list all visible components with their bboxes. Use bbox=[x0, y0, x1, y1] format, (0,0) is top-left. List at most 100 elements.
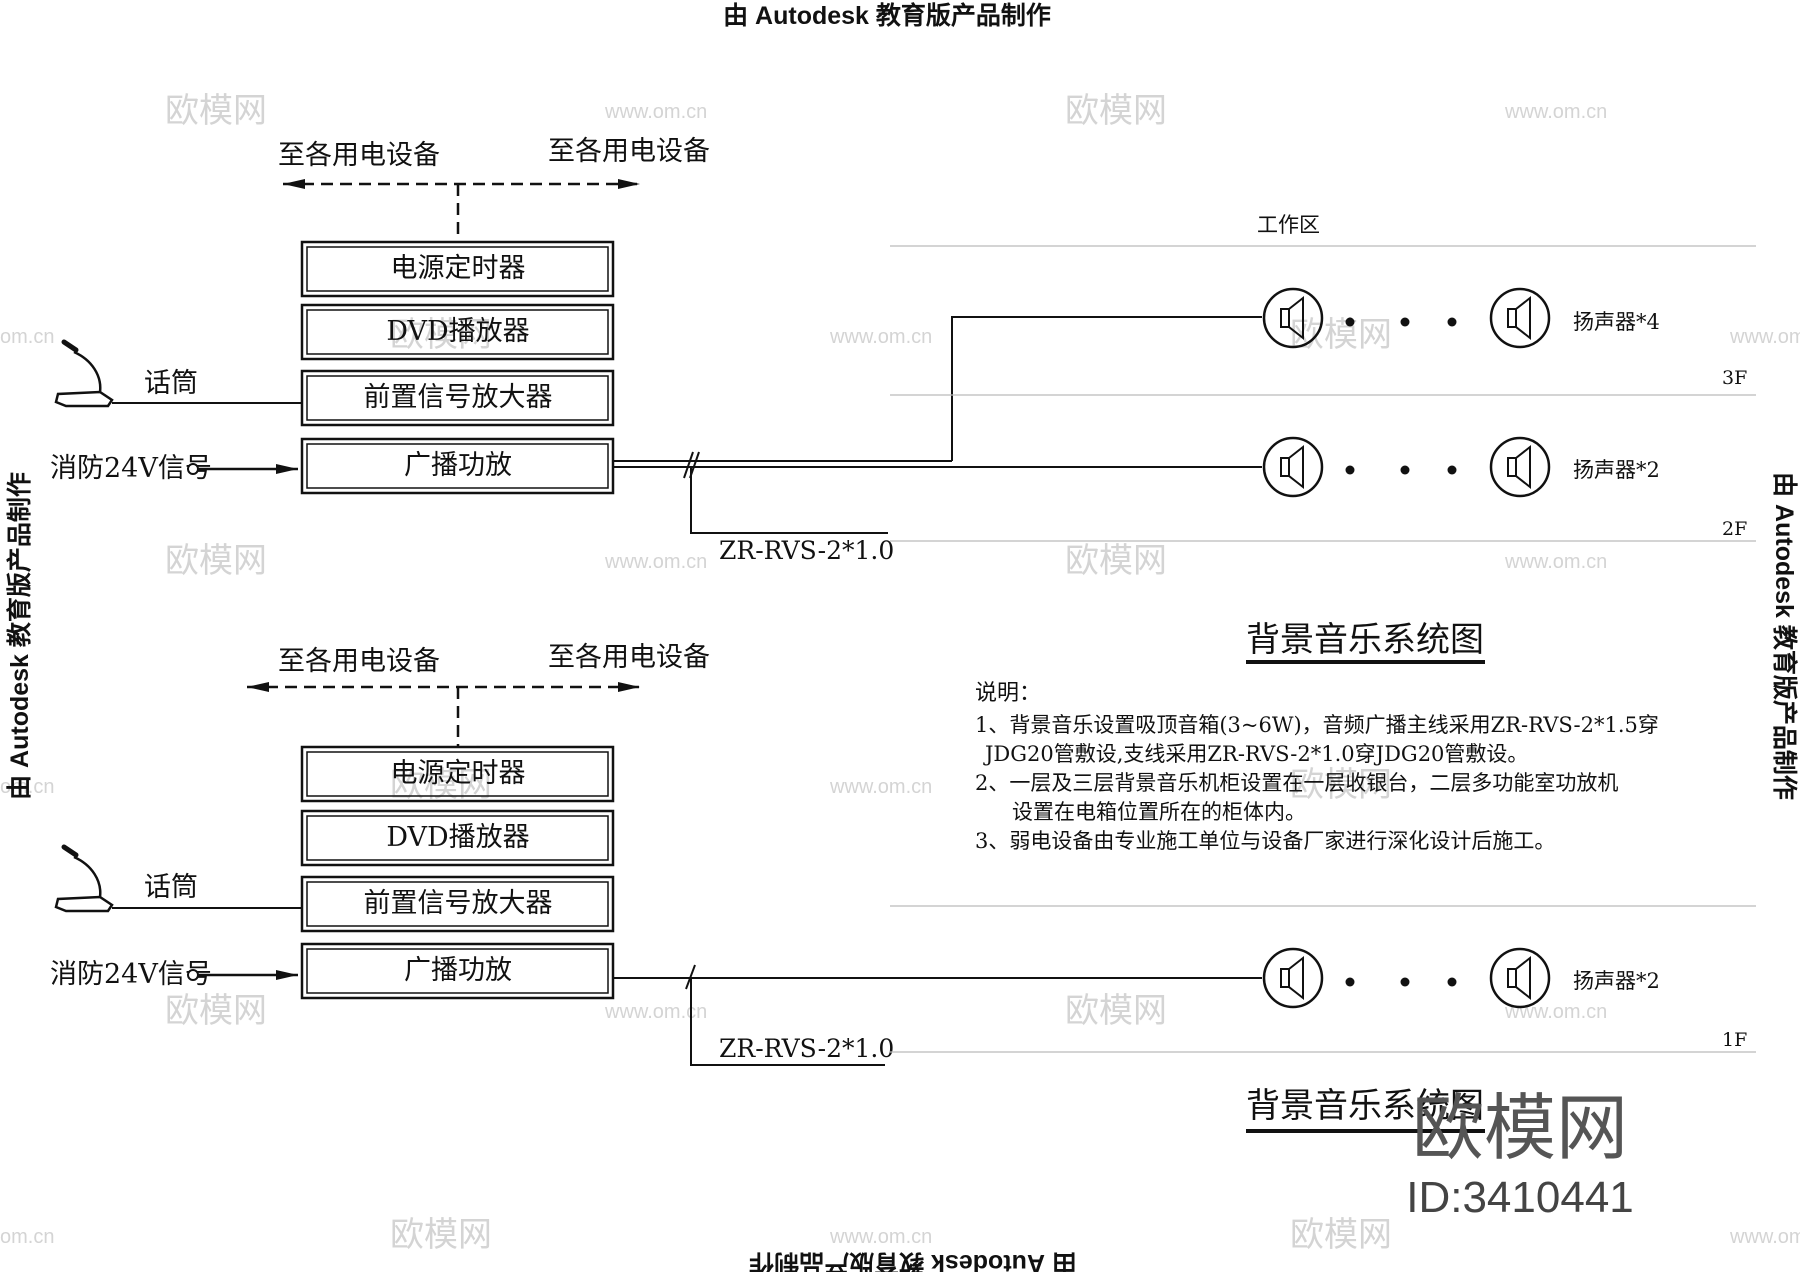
watermark-brand: 欧模网 bbox=[390, 316, 492, 354]
notes-line: JDG20管敷设,支线采用ZR-RVS-2*1.0穿JDG20管敷设。 bbox=[983, 742, 1528, 766]
watermark-brand: 欧模网 bbox=[390, 766, 492, 804]
ellipsis-dot bbox=[1400, 977, 1410, 987]
floor-label: 1F bbox=[1722, 1029, 1747, 1051]
cable-tick bbox=[683, 451, 694, 479]
watermark-brand: 欧模网 bbox=[165, 542, 267, 580]
ellipsis-dot bbox=[1447, 317, 1457, 327]
watermark-brand: 欧模网 bbox=[1290, 766, 1392, 804]
watermark-brand: 欧模网 bbox=[165, 92, 267, 130]
zone-label: 工作区 bbox=[1257, 213, 1320, 237]
rack-unit-label: DVD播放器 bbox=[386, 316, 529, 347]
ellipsis-dot bbox=[1345, 977, 1355, 987]
ellipsis-dot bbox=[1345, 317, 1355, 327]
watermark-edge: om.cn bbox=[0, 776, 54, 798]
rack-unit-label: 广播功放 bbox=[404, 450, 512, 481]
speaker-row-2f: 扬声器*2 2F bbox=[1262, 436, 1747, 540]
rack-unit-label: 前置信号放大器 bbox=[364, 382, 553, 413]
signal-terminal bbox=[187, 969, 199, 981]
speaker-label: 扬声器*2 bbox=[1573, 458, 1660, 482]
speaker-icon bbox=[1489, 436, 1551, 498]
watermark-brand: 欧模网 bbox=[390, 1216, 492, 1254]
stamp-right: 由 Autodesk 教育版产品制作 bbox=[1770, 472, 1799, 800]
mic-label: 话筒 bbox=[144, 872, 198, 903]
microphone-icon bbox=[56, 342, 112, 406]
brand-id: ID:3410441 bbox=[1406, 1173, 1634, 1222]
watermark-site: www.om.cn bbox=[829, 326, 932, 348]
ellipsis-dot bbox=[1447, 465, 1457, 475]
cable-label: ZR-RVS-2*1.0 bbox=[719, 1034, 894, 1063]
rack-unit-label: DVD播放器 bbox=[386, 822, 529, 853]
watermark-site: www.om.cn bbox=[604, 101, 707, 123]
stamp-left: 由 Autodesk 教育版产品制作 bbox=[5, 472, 34, 800]
rack-unit-preamp: 前置信号放大器 bbox=[300, 875, 615, 933]
watermark-brand: 欧模网 bbox=[1065, 992, 1167, 1030]
notes-line: 1、背景音乐设置吸顶音箱(3~6W)，音频广播主线采用ZR-RVS-2*1.5穿 bbox=[975, 713, 1659, 737]
watermark-site: www.om.cn bbox=[829, 776, 932, 798]
watermark-layer: 欧模网 www.om.cn 欧模网 www.om.cn om.cn 欧模网 ww… bbox=[0, 92, 1800, 1254]
ellipsis-dot bbox=[1447, 977, 1457, 987]
rack-unit-timer: 电源定时器 bbox=[300, 240, 615, 298]
to-equipment-label-right: 至各用电设备 bbox=[548, 136, 710, 167]
speaker-icon bbox=[1262, 947, 1324, 1009]
watermark-site: www.om.cn bbox=[1729, 326, 1800, 348]
ellipsis-dot bbox=[1400, 317, 1410, 327]
ellipsis-dot bbox=[1345, 465, 1355, 475]
floor-label: 3F bbox=[1722, 367, 1747, 389]
cable-leader bbox=[690, 978, 885, 1066]
rack-unit-dvd: DVD播放器 bbox=[300, 303, 615, 361]
notes-line: 2、一层及三层背景音乐机柜设置在一层收银台，二层多功能室功放机 bbox=[975, 771, 1618, 795]
to-equipment-label-left: 至各用电设备 bbox=[278, 646, 440, 677]
mic-label: 话筒 bbox=[144, 368, 198, 399]
rack-unit-label: 前置信号放大器 bbox=[364, 888, 553, 919]
speaker-label: 扬声器*2 bbox=[1573, 969, 1660, 993]
cable-tick bbox=[685, 964, 696, 990]
notes-line: 设置在电箱位置所在的柜体内。 bbox=[1012, 800, 1306, 824]
floor-label: 2F bbox=[1722, 518, 1747, 540]
to-equipment-label-left: 至各用电设备 bbox=[278, 140, 440, 171]
watermark-brand: 欧模网 bbox=[1065, 542, 1167, 580]
rack-unit-preamp: 前置信号放大器 bbox=[300, 369, 615, 427]
speaker-icon bbox=[1489, 947, 1551, 1009]
rack-unit-dvd: DVD播放器 bbox=[300, 809, 615, 867]
stamp-top: 由 Autodesk 教育版产品制作 bbox=[723, 1, 1051, 30]
watermark-site: www.om.cn bbox=[1729, 1226, 1800, 1248]
rack-unit-timer: 电源定时器 bbox=[300, 745, 615, 803]
to-equipment-label-right: 至各用电设备 bbox=[548, 642, 710, 673]
diagram-title: 背景音乐系统图 bbox=[1246, 1086, 1484, 1126]
speaker-icon bbox=[1489, 287, 1551, 349]
watermark-site: www.om.cn bbox=[1504, 551, 1607, 573]
watermark-edge: om.cn bbox=[0, 326, 54, 348]
fire-signal-label: 消防24V信号 bbox=[50, 959, 212, 990]
system-b: 至各用电设备 至各用电设备 电源定时器 DVD播放器 前置信号放大器 广播功放 … bbox=[50, 642, 1756, 1133]
system-a: 至各用电设备 至各用电设备 电源定时器 DVD播放器 前置信号放大器 广播功放 … bbox=[50, 136, 1756, 664]
speaker-label: 扬声器*4 bbox=[1573, 310, 1660, 334]
watermark-brand: 欧模网 bbox=[1065, 92, 1167, 130]
diagram-title: 背景音乐系统图 bbox=[1246, 620, 1484, 660]
brand-watermark: 欧模网 bbox=[1412, 1089, 1628, 1169]
notes-line: 3、弱电设备由专业施工单位与设备厂家进行深化设计后施工。 bbox=[975, 829, 1555, 853]
ellipsis-dot bbox=[1400, 465, 1410, 475]
signal-terminal bbox=[187, 463, 199, 475]
watermark-site: www.om.cn bbox=[1504, 101, 1607, 123]
watermark-brand: 欧模网 bbox=[1290, 316, 1392, 354]
watermark-site: www.om.cn bbox=[604, 1001, 707, 1023]
watermark-site: www.om.cn bbox=[604, 551, 707, 573]
fire-signal-label: 消防24V信号 bbox=[50, 453, 212, 484]
watermark-edge: om.cn bbox=[0, 1226, 54, 1248]
speaker-icon bbox=[1262, 436, 1324, 498]
watermark-site: www.om.cn bbox=[1504, 1001, 1607, 1023]
watermark-brand: 欧模网 bbox=[165, 992, 267, 1030]
microphone-icon bbox=[56, 847, 112, 911]
stamp-bottom: 由 Autodesk 教育版产品制作 bbox=[749, 1249, 1077, 1272]
speaker-row-1f: 扬声器*2 1F bbox=[1262, 947, 1747, 1051]
speaker-row-3f: 扬声器*4 3F bbox=[1262, 287, 1747, 389]
notes-heading: 说明： bbox=[975, 681, 1041, 706]
cable-label: ZR-RVS-2*1.0 bbox=[719, 536, 894, 565]
branch-line-3f bbox=[951, 316, 1262, 461]
watermark-brand: 欧模网 bbox=[1290, 1216, 1392, 1254]
rack-unit-amplifier: 广播功放 bbox=[300, 942, 615, 1000]
watermark-site: www.om.cn bbox=[829, 1226, 932, 1248]
rack-unit-label: 广播功放 bbox=[404, 955, 512, 986]
rack-unit-label: 电源定时器 bbox=[391, 758, 526, 789]
